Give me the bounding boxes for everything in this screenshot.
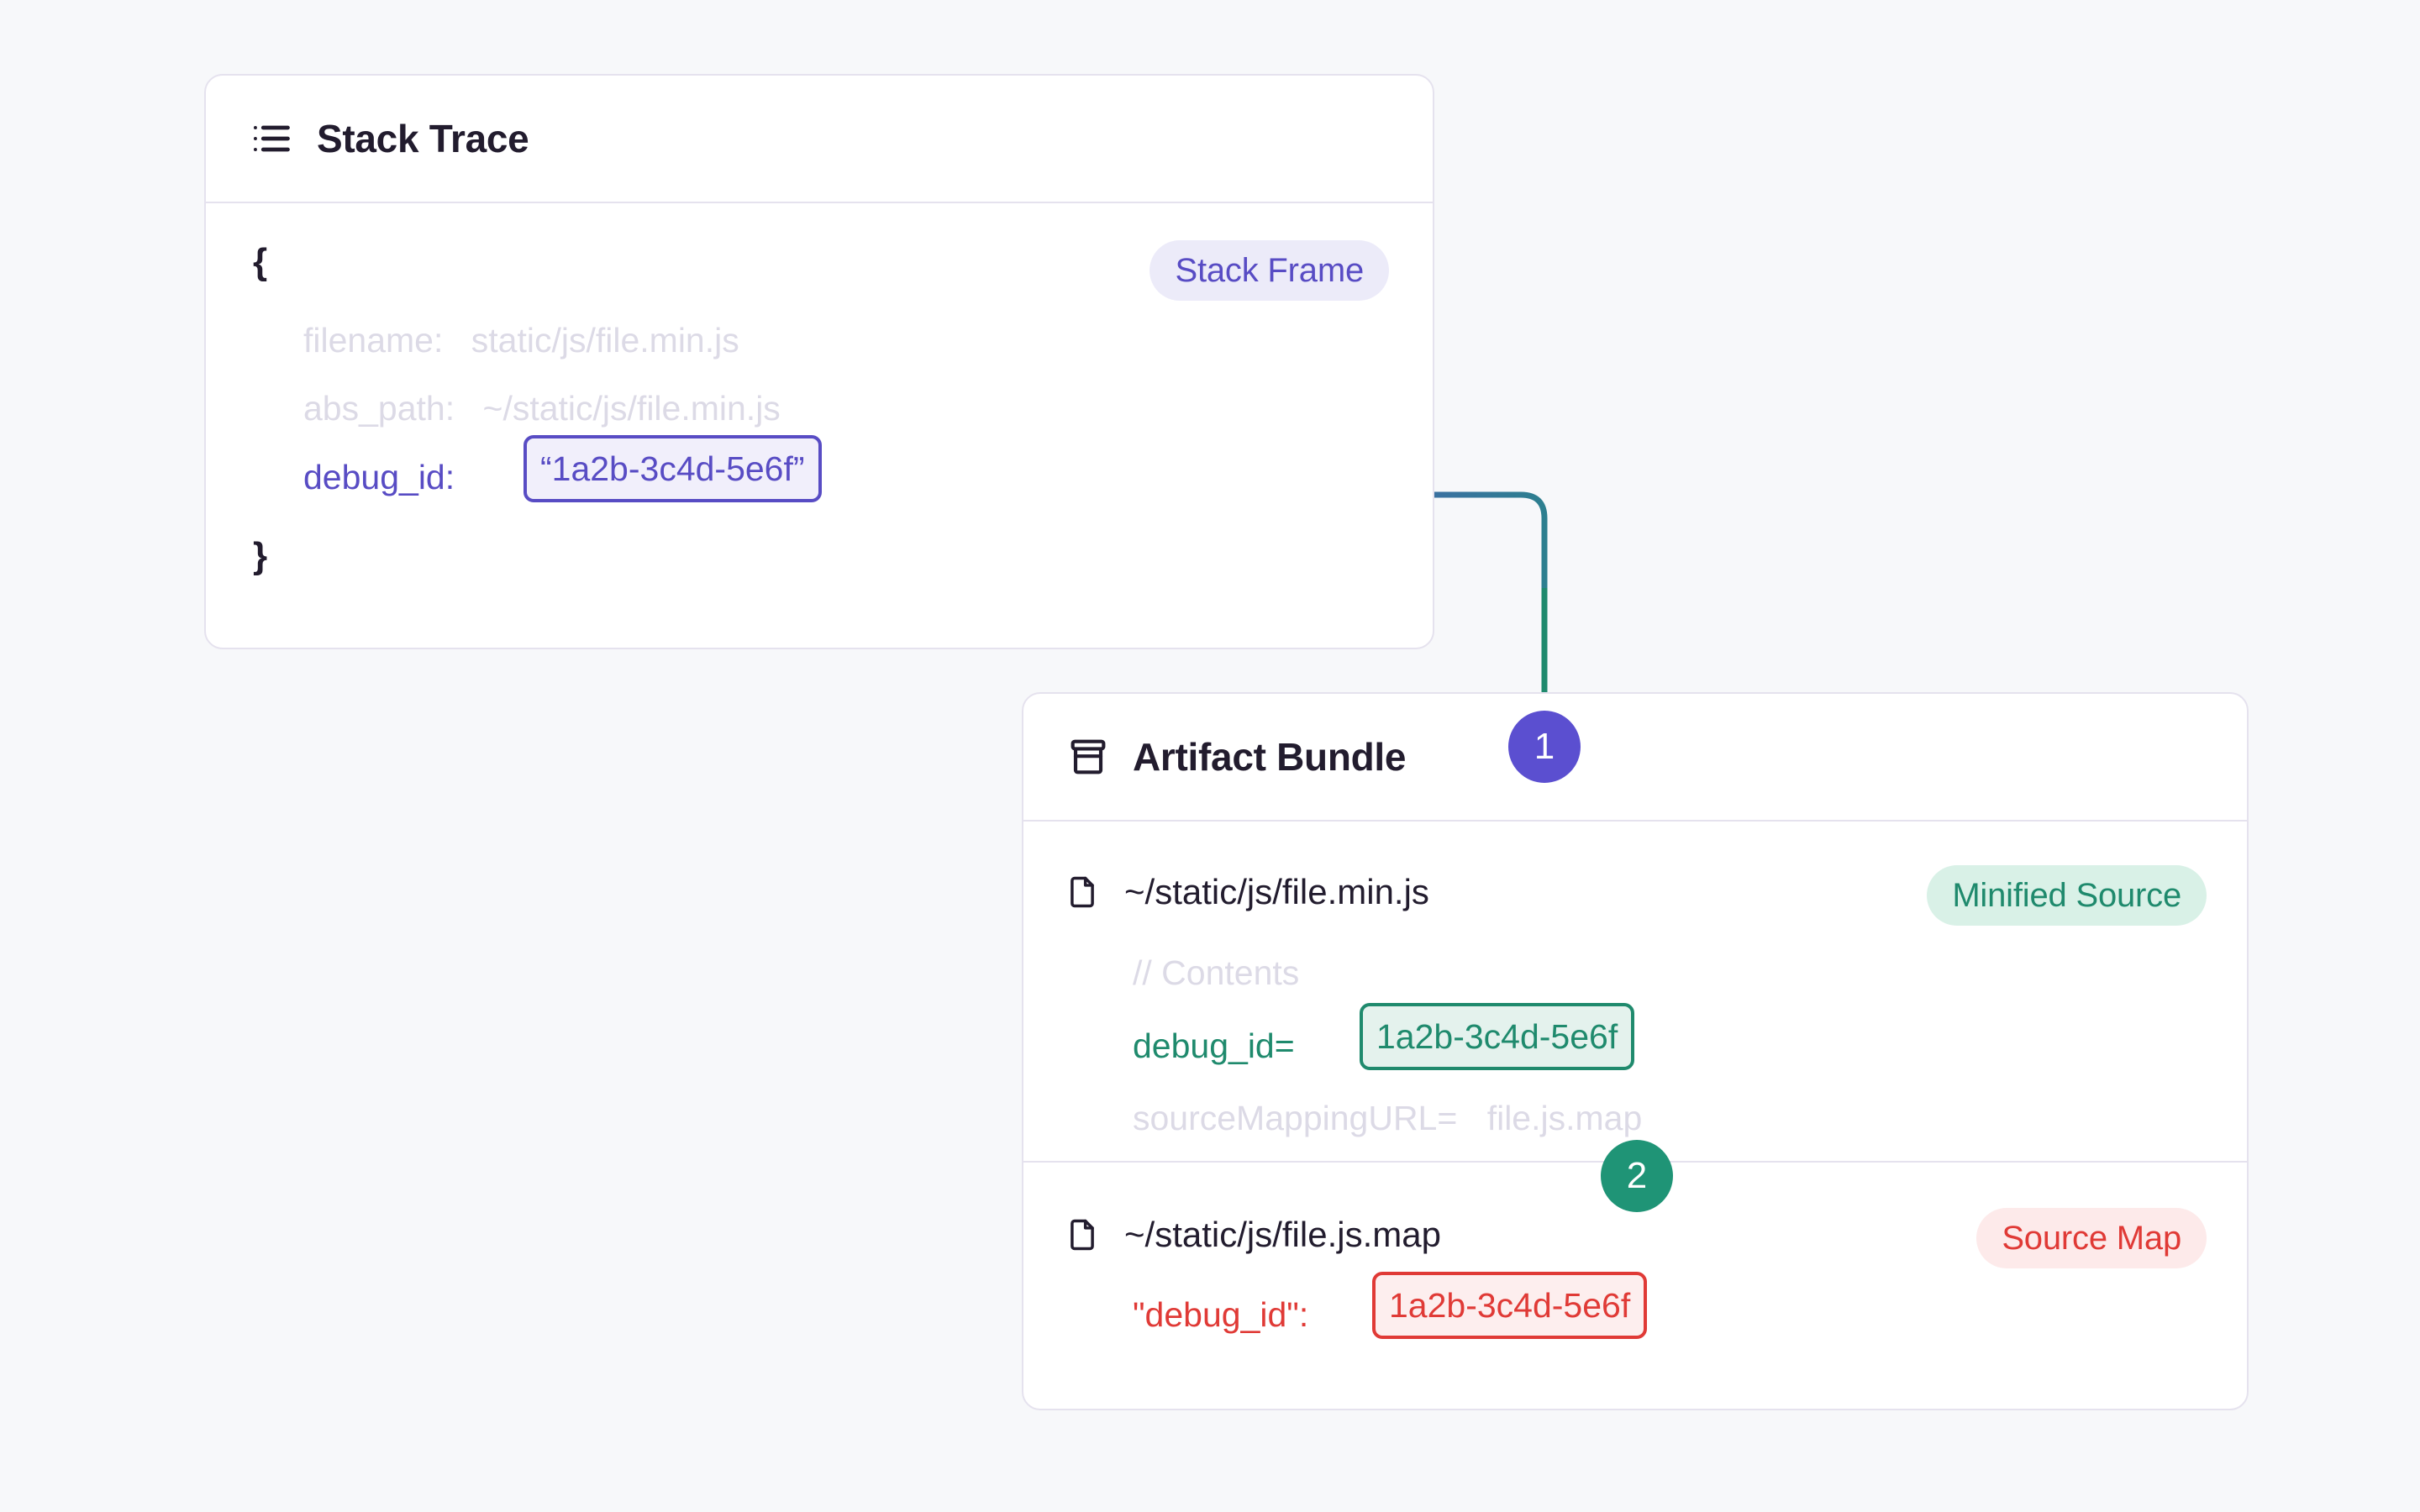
close-brace: } <box>253 535 268 576</box>
archive-box-icon <box>1067 736 1109 778</box>
source-mapping-url-key: sourceMappingURL= <box>1133 1099 1458 1137</box>
abs-path-key: abs_path: <box>303 389 455 428</box>
step-badge-2: 2 <box>1601 1140 1673 1212</box>
sourcemap-debug-id-key: "debug_id": <box>1133 1295 1309 1334</box>
file-icon <box>1064 874 1101 911</box>
contents-comment: // Contents <box>1133 953 1300 992</box>
artifact-bundle-card: Artifact Bundle ~/static/js/file.min.js … <box>1022 692 2249 1410</box>
source-mapping-url-line: sourceMappingURL= file.js.map <box>1133 1101 1642 1136</box>
stack-trace-debug-id-box[interactable]: “1a2b-3c4d-5e6f” <box>523 435 822 502</box>
stack-trace-body: Stack Frame { filename: static/js/file.m… <box>206 203 1433 649</box>
artifact-bundle-header: Artifact Bundle <box>1023 694 2247 822</box>
minified-source-path-row: ~/static/js/file.min.js <box>1064 874 1429 911</box>
minified-debug-id-key: debug_id= <box>1133 1026 1295 1065</box>
minified-source-debug-id-box[interactable]: 1a2b-3c4d-5e6f <box>1360 1003 1635 1070</box>
sourcemap-debug-id-box[interactable]: 1a2b-3c4d-5e6f <box>1372 1272 1648 1339</box>
abs-path-line: abs_path: ~/static/js/file.min.js <box>303 391 781 426</box>
debug-id-key-stack: debug_id: <box>303 458 455 496</box>
minified-source-badge: Minified Source <box>1927 865 2207 926</box>
source-mapping-url-value: file.js.map <box>1486 1099 1643 1137</box>
artifact-bundle-body: ~/static/js/file.min.js Minified Source … <box>1023 822 2247 1409</box>
minified-source-path: ~/static/js/file.min.js <box>1124 872 1429 911</box>
list-icon <box>250 117 293 160</box>
open-brace: { <box>253 241 268 282</box>
filename-value: static/js/file.min.js <box>471 321 739 360</box>
sourcemap-path-row: ~/static/js/file.js.map <box>1064 1216 1441 1253</box>
sourcemap-path: ~/static/js/file.js.map <box>1124 1215 1441 1254</box>
abs-path-value: ~/static/js/file.min.js <box>482 389 781 428</box>
source-map-badge: Source Map <box>1976 1208 2207 1268</box>
filename-key: filename: <box>303 321 444 360</box>
step-badge-1: 1 <box>1508 711 1581 783</box>
artifact-bundle-title: Artifact Bundle <box>1133 735 1407 779</box>
stack-frame-badge: Stack Frame <box>1150 240 1389 301</box>
filename-line: filename: static/js/file.min.js <box>303 323 739 358</box>
stack-trace-title: Stack Trace <box>317 117 529 160</box>
file-icon <box>1064 1216 1101 1253</box>
stack-trace-header: Stack Trace <box>206 76 1433 203</box>
stack-trace-card: Stack Trace Stack Frame { filename: stat… <box>204 74 1434 649</box>
